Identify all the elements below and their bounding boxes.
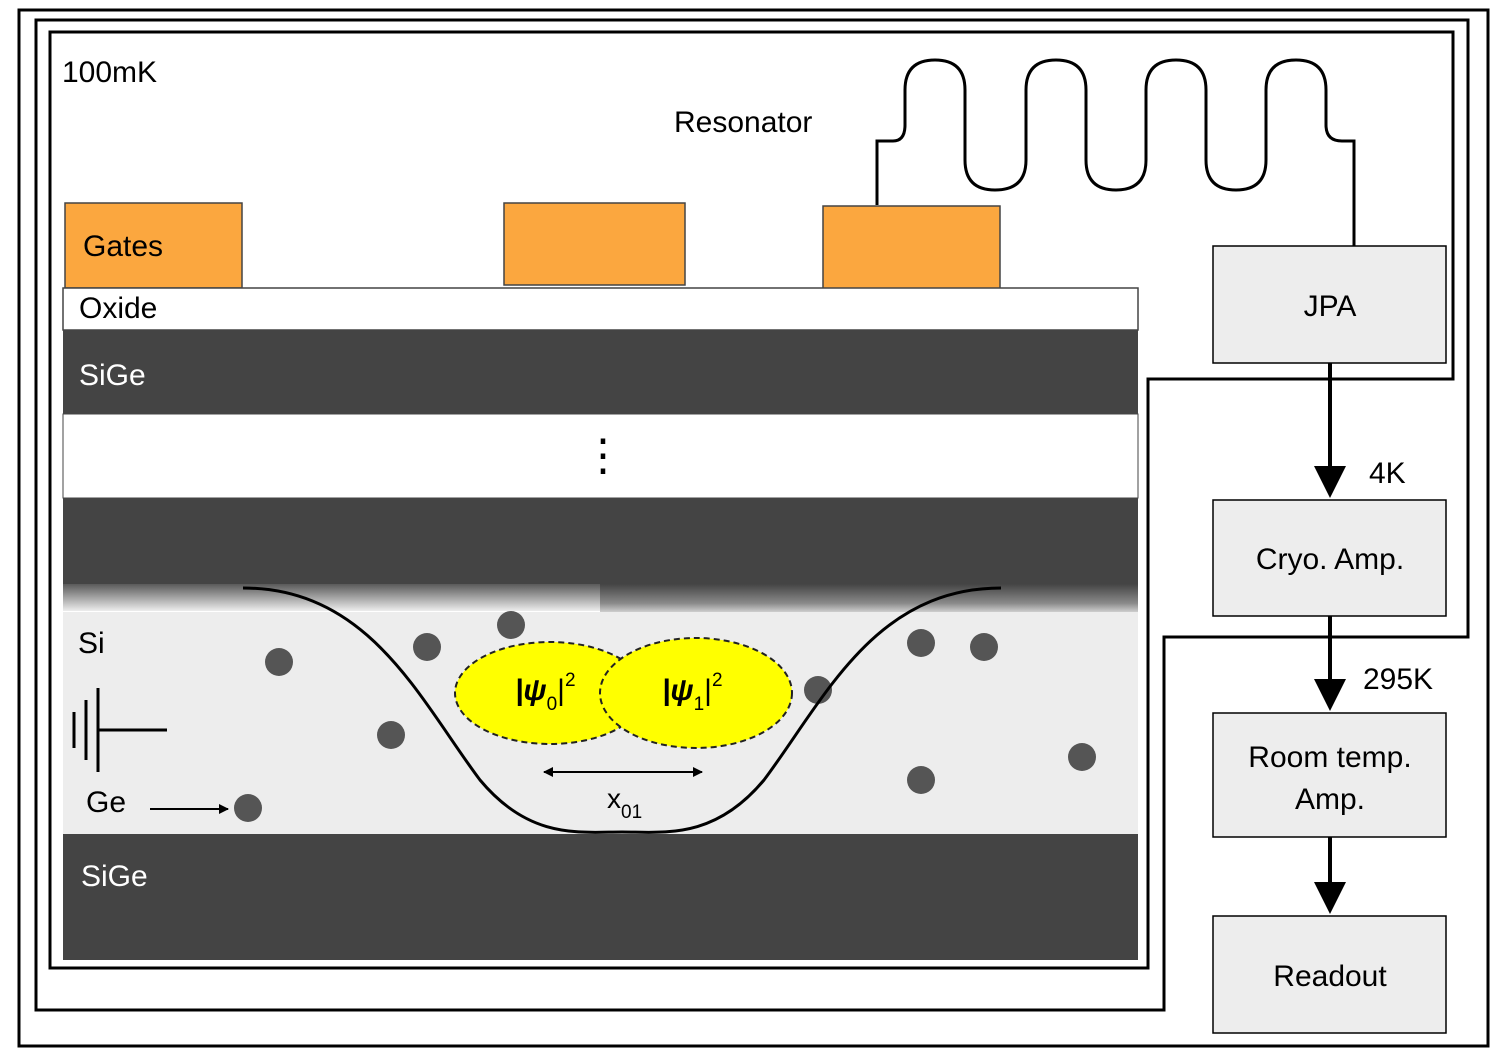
stage-100mk-label: 100mK [62,56,157,89]
oxide-layer [62,287,1139,331]
sige-top-label: SiGe [79,359,146,392]
ground-symbol [72,688,167,772]
outer-frame [17,8,1490,1048]
room-temp-amp-label-line2: Amp. [1295,783,1365,816]
wavefunction-psi1 [599,637,793,749]
stage-4k-label: 4K [1369,457,1406,490]
psi1-label: |ψ1|2 [662,670,723,715]
cryo-amp-box [1212,499,1447,617]
oxide-label: Oxide [79,292,157,325]
resonator-meander [875,58,1356,246]
gate-middle [503,202,686,286]
gate-right [822,205,1001,290]
room-temp-amp-label-line1: Room temp. [1248,741,1411,774]
cryo-amp-label: Cryo. Amp. [1256,543,1404,576]
stage-100mk-boundary [48,30,1455,970]
arrow-jpa-to-cryo-head [1314,466,1346,498]
stage-4k-boundary [34,18,1470,1012]
gate-left [64,202,243,289]
stage-295k-label: 295K [1363,663,1433,696]
ge-defect [413,633,441,661]
ge-defect [377,721,405,749]
readout-label: Readout [1273,960,1387,993]
confinement-potential [242,586,1002,834]
psi0-label: |ψ0|2 [515,670,576,715]
ge-defect [907,766,935,794]
ge-defect [907,629,935,657]
resonator-label: Resonator [674,106,812,139]
readout-box [1212,915,1447,1034]
jpa-label: JPA [1304,290,1357,323]
ge-defect [970,633,998,661]
sige-bottom-label: SiGe [81,860,148,893]
ge-label: Ge [86,786,126,819]
separation-label: x01 [607,783,642,823]
arrow-cryo-to-room-head [1314,679,1346,711]
si-label: Si [78,627,105,660]
interface-step-left [63,584,600,611]
sige-barrier-layer [63,498,1138,584]
gates-label: Gates [83,230,163,263]
jpa-box [1212,245,1447,364]
ge-defect [265,648,293,676]
sige-bottom-layer [63,834,1138,960]
stack-ellipsis: ⋮ [581,431,625,480]
stack-gap [62,413,1139,499]
chain-arrows [1314,363,1346,914]
ge-defect [1068,743,1096,771]
ge-defects [234,611,1096,822]
ge-defect [497,611,525,639]
interface-step-right [600,584,1138,616]
ge-defect [234,794,262,822]
sige-top-layer [63,330,1138,414]
ge-defect [804,676,832,704]
arrow-room-to-readout-head [1314,882,1346,914]
room-temp-amp-box [1212,712,1447,838]
